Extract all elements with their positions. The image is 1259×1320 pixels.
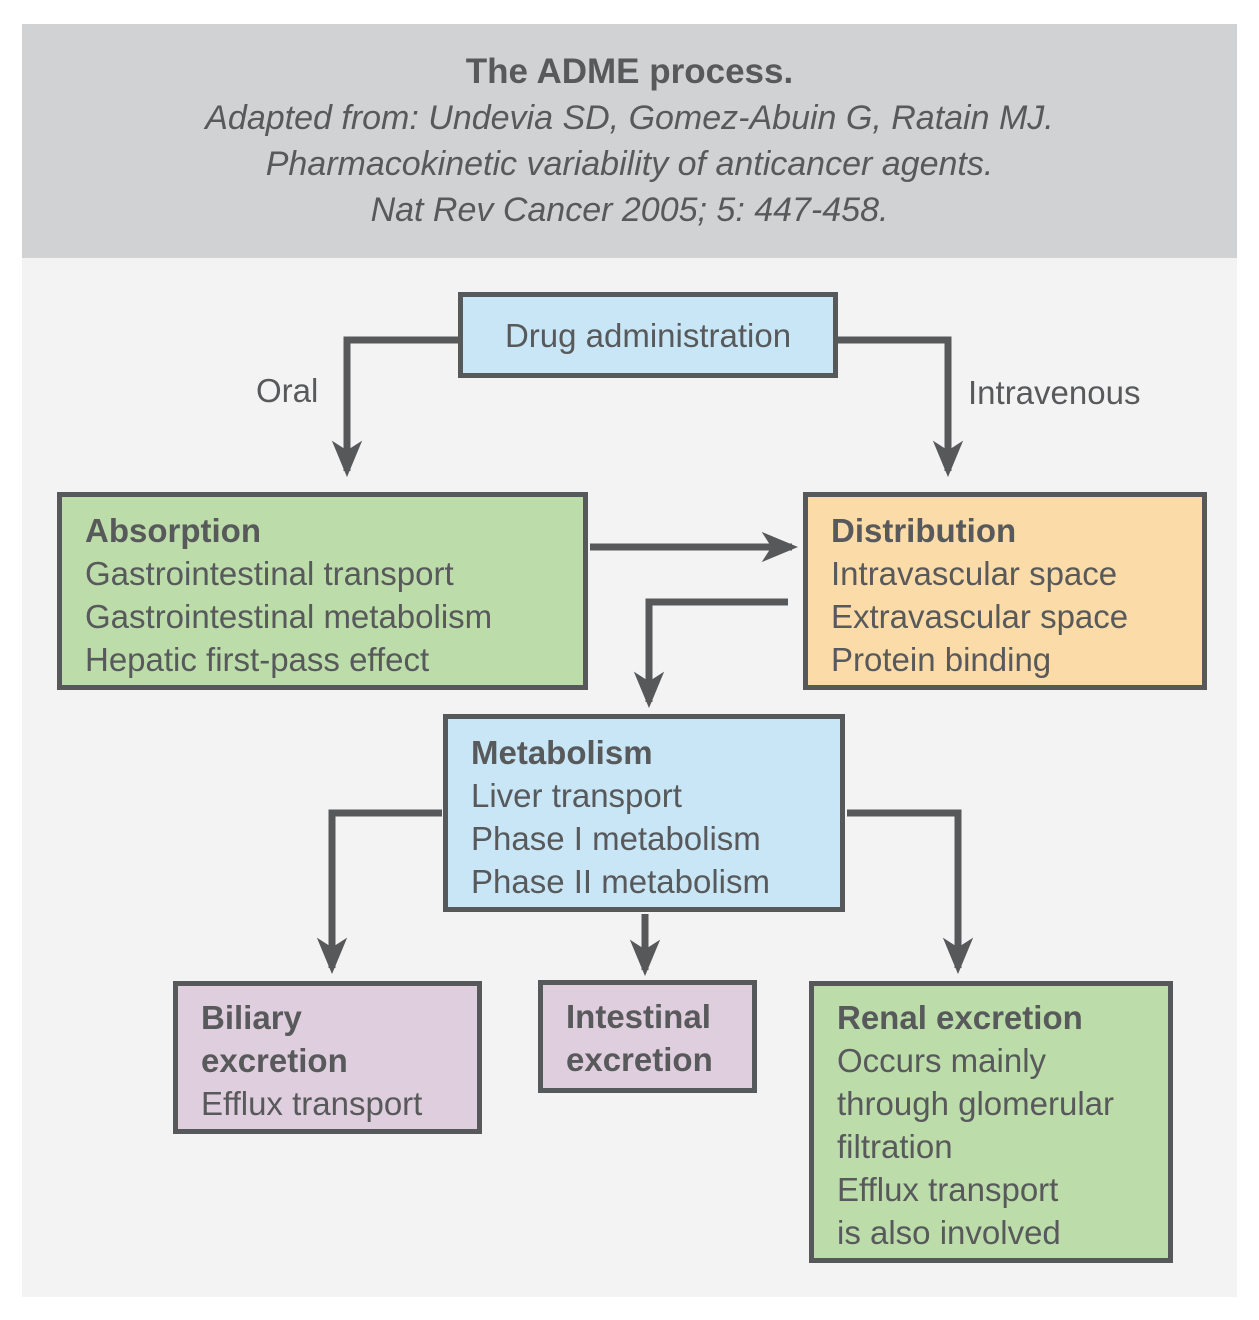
arrow-distribution-to-metabolism <box>633 598 788 709</box>
node-label: Drug administration <box>504 316 792 354</box>
node-distribution: Distribution Intravascular space Extrava… <box>803 492 1207 690</box>
node-title: Absorption <box>85 512 261 549</box>
citation-line: Adapted from: Undevia SD, Gomez-Abuin G,… <box>205 99 1054 137</box>
node-line: Hepatic first-pass effect <box>85 641 430 678</box>
node-title: excretion <box>566 1041 713 1078</box>
flowchart-arrows <box>316 336 974 977</box>
node-line: Gastrointestinal transport <box>85 555 454 592</box>
node-renal-excretion: Renal excretion Occurs mainly through gl… <box>809 981 1173 1263</box>
node-line: Protein binding <box>831 641 1052 678</box>
arrow-oral <box>331 336 460 478</box>
arrow-intravenous <box>836 336 964 478</box>
node-metabolism: Metabolism Liver transport Phase I metab… <box>443 714 845 912</box>
arrow-metabolism-to-renal <box>847 809 974 975</box>
node-biliary-excretion: Biliary excretion Efflux transport <box>173 981 482 1134</box>
node-title: Distribution <box>831 512 1017 549</box>
node-intestinal-excretion: Intestinal excretion <box>538 980 757 1093</box>
node-line: Occurs mainly <box>837 1042 1047 1079</box>
node-line: filtration <box>837 1128 953 1165</box>
node-absorption: Absorption Gastrointestinal transport Ga… <box>57 492 588 690</box>
node-line: Phase I metabolism <box>471 820 761 857</box>
figure-title: The ADME process. <box>465 52 794 91</box>
node-title: Renal excretion <box>837 999 1083 1036</box>
node-line: is also involved <box>837 1214 1061 1251</box>
node-line: Gastrointestinal metabolism <box>85 598 493 635</box>
citation-line: Nat Rev Cancer 2005; 5: 447-458. <box>370 191 889 229</box>
arrow-metabolism-to-biliary <box>316 809 442 975</box>
edge-label-intravenous: Intravenous <box>968 374 1141 411</box>
node-title: Biliary <box>201 999 302 1036</box>
edge-label-oral: Oral <box>256 372 319 409</box>
node-drug-administration: Drug administration <box>458 292 838 378</box>
node-line: Efflux transport <box>201 1085 423 1122</box>
node-line: Phase II metabolism <box>471 863 770 900</box>
node-line: through glomerular <box>837 1085 1114 1122</box>
node-title: excretion <box>201 1042 348 1079</box>
node-line: Efflux transport <box>837 1171 1059 1208</box>
citation-line: Pharmacokinetic variability of anticance… <box>265 145 994 183</box>
node-line: Liver transport <box>471 777 682 814</box>
adme-flowchart-canvas: Oral Intravenous Drug administration Abs… <box>22 258 1237 1297</box>
node-line: Extravascular space <box>831 598 1129 635</box>
figure-caption-header: The ADME process. Adapted from: Undevia … <box>22 24 1237 258</box>
node-title: Metabolism <box>471 734 653 771</box>
node-line: Intravascular space <box>831 555 1118 592</box>
node-title: Intestinal <box>566 998 711 1035</box>
